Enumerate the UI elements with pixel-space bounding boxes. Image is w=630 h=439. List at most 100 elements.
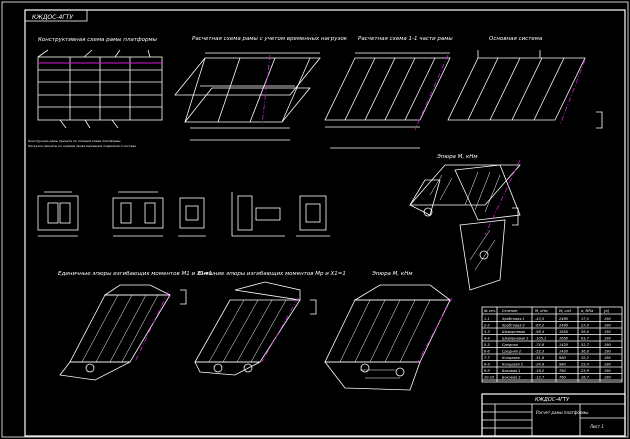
table-cell: 190	[604, 376, 611, 380]
table-cell: -74,8	[535, 343, 545, 347]
title-load-diagrams: Внешние эпюры изгибающих моментов Mp и X…	[198, 271, 346, 277]
table-cell: 760	[559, 369, 566, 373]
basic-system	[447, 50, 603, 129]
table-cell: 32,2	[581, 356, 590, 360]
title-calc-scheme-2: Расчетная схема 1-1 части рамы	[358, 36, 453, 42]
table-cell: -12,7	[535, 376, 545, 380]
title-frame-scheme: Конструктивная схема рамы платформы	[38, 37, 158, 43]
moment-diagram-3d-top	[409, 159, 521, 291]
table-cell: 190	[604, 330, 611, 334]
table-cell: 3-3	[484, 330, 490, 334]
title-block-code: КЖДОС-4ГТУ	[535, 397, 570, 403]
table-cell: 190	[604, 343, 611, 347]
table-cell: 23,9	[581, 369, 590, 373]
stress-table: № сеч. Сечение M, кНм W, см3 σ, МПа [σ] …	[481, 306, 623, 383]
moment-diagram-3d-bottom	[324, 284, 453, 391]
table-cell: 190	[604, 350, 611, 354]
table-header-2: M, кНм	[535, 309, 548, 313]
table-cell: -98,4	[535, 330, 544, 334]
section-3	[178, 197, 206, 237]
title-block-sheet: Лист 1	[589, 424, 604, 429]
table-cell: 25,4	[581, 363, 589, 367]
table-cell: 36,8	[581, 350, 590, 354]
section-1	[37, 191, 79, 237]
table-cell: 1420	[559, 343, 569, 347]
table-cell: 9-9	[484, 369, 490, 373]
section-4	[231, 192, 285, 237]
table-cell: 4-4	[484, 337, 490, 341]
title-block: КЖДОС-4ГТУ Расчет рамы платформы Лист 1	[481, 393, 626, 437]
title-calc-scheme: Расчетная схема рамы с учетом временных …	[192, 36, 348, 42]
title-unit-diagrams: Единичные эпюры изгибающих моментов M1 и…	[58, 271, 212, 277]
table-cell: 1420	[559, 350, 569, 354]
table-header-3: W, см3	[559, 309, 571, 313]
table-cell: 190	[604, 369, 611, 373]
table-header-5: [σ]	[604, 309, 610, 313]
table-rows: 1-1 Хребтовая 1 -43,5 2490 17,5 190 2-2 Хребтов…	[482, 317, 622, 381]
table-cell: Боковая 1	[502, 369, 520, 373]
table-cell: -52,3	[535, 350, 544, 354]
table-cell: 63,7	[581, 337, 590, 341]
table-cell: 27,0	[581, 324, 590, 328]
table-cell: 2-2	[484, 324, 490, 328]
table-cell: 59,6	[581, 330, 590, 334]
table-cell: 6-6	[484, 350, 490, 354]
table-cell: 760	[559, 376, 566, 380]
table-cell: 7-7	[484, 356, 490, 360]
table-cell: 10-10	[484, 376, 495, 380]
table-cell: -43,5	[535, 317, 545, 321]
calc-scheme-section	[324, 52, 451, 149]
table-cell: 17,5	[581, 317, 590, 321]
table-cell: Шкворневая 2	[502, 337, 529, 341]
table-cell: 190	[604, 337, 611, 341]
table-cell: 190	[604, 356, 611, 360]
title-moment-diagram-1: Эпюра M, кНм	[436, 154, 478, 160]
unit-moment-diagram	[59, 284, 187, 381]
table-cell: -24,9	[535, 363, 545, 367]
section-5	[296, 195, 330, 237]
title-basic-system: Основная система	[489, 36, 543, 42]
table-cell: Хребтовая 2	[501, 324, 526, 328]
table-cell: 52,7	[581, 343, 590, 347]
table-cell: 1-1	[484, 317, 490, 321]
load-moment-diagram	[194, 281, 317, 376]
corner-stamp: КЖДОС-4ГТУ	[24, 9, 88, 22]
table-cell: -18,2	[535, 369, 545, 373]
note-2: Нагрузки приняты по нормам проектировани…	[28, 144, 136, 148]
table-cell: Средняя 2	[502, 350, 522, 354]
title-block-doc-title: Расчет рамы платформы	[536, 410, 588, 415]
table-cell: Концевая	[502, 356, 520, 360]
table-cell: Хребтовая 1	[501, 317, 525, 321]
table-cell: -67,2	[535, 324, 545, 328]
table-cell: 1650	[559, 330, 569, 334]
table-cell: Концевая 2	[502, 363, 524, 367]
cross-sections	[37, 191, 330, 237]
table-header-4: σ, МПа	[581, 309, 593, 313]
section-2	[112, 191, 164, 237]
table-cell: Средняя	[502, 343, 518, 347]
table-cell: 1650	[559, 337, 569, 341]
table-cell: 980	[559, 356, 566, 360]
note-1: Конструкция рамы принята по типовой схем…	[28, 139, 121, 143]
table-cell: 2490	[559, 324, 569, 328]
table-cell: 190	[604, 317, 611, 321]
table-cell: -105,1	[535, 337, 546, 341]
table-cell: 980	[559, 363, 566, 367]
table-cell: Шкворневая	[502, 330, 525, 334]
table-cell: 2490	[559, 317, 569, 321]
table-cell: 16,7	[581, 376, 590, 380]
title-moment-diagram-2: Эпюра M, кНм	[371, 271, 413, 277]
table-cell: 8-8	[484, 363, 490, 367]
table-header-1: Сечение	[502, 309, 518, 313]
inner-frame	[24, 9, 626, 437]
table-header-0: № сеч.	[483, 309, 496, 313]
table-cell: 190	[604, 363, 611, 367]
frame-scheme-plan	[37, 49, 163, 129]
table-cell: 190	[604, 324, 611, 328]
corner-stamp-text: КЖДОС-4ГТУ	[32, 14, 73, 21]
table-cell: Боковая 2	[502, 376, 521, 380]
table-cell: -31,6	[535, 356, 545, 360]
table-cell: 5-5	[484, 343, 490, 347]
